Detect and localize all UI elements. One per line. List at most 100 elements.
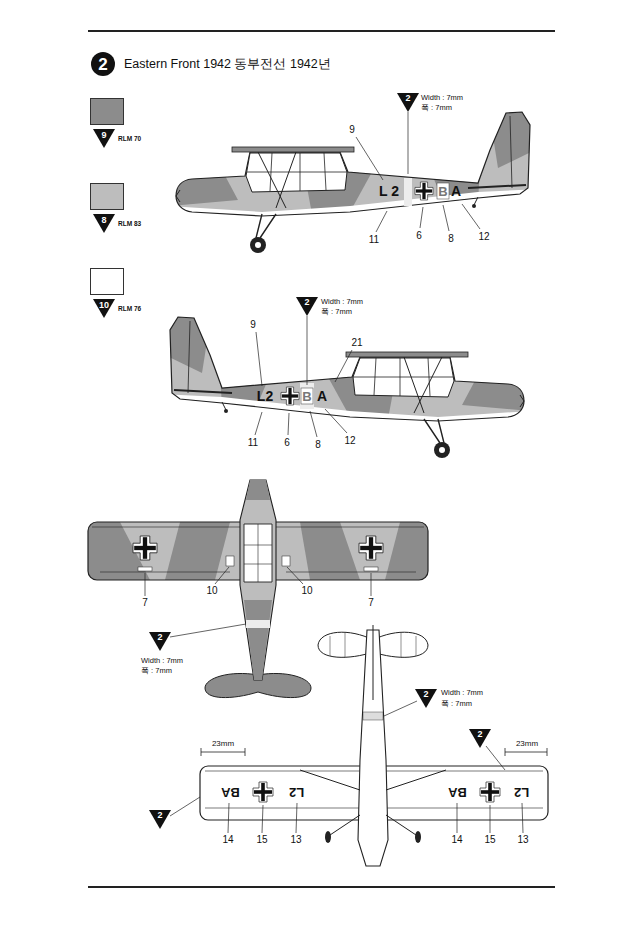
callout-number: 9 [250,320,256,330]
leader-line [408,112,409,174]
dimension-label: 23mm [516,740,538,748]
number-triangle [397,93,419,112]
marking-letter: BA [448,786,467,799]
side-view-right [301,388,313,404]
callout-number: 12 [478,232,489,242]
leader-line [170,624,246,637]
leader-line [420,207,423,228]
top-view [282,556,290,566]
callout-number: 15 [484,835,495,845]
callout-number: 12 [344,436,355,446]
page-title: Eastern Front 1942 동부전선 1942년 [124,58,331,71]
leader-line [307,316,308,385]
leader-line [356,137,383,180]
leader-line [215,567,229,584]
leader-line [262,805,263,833]
page-rule [88,31,555,887]
color-swatch [90,183,124,210]
leader-line [457,803,458,833]
decal-size: Width : 7mm [441,689,483,697]
side-view-left [404,178,412,206]
decal-size: Width : 7mm [141,657,183,665]
decal-size: 폭 : 7mm [141,667,172,675]
leader-line [296,803,297,833]
leader-line [522,803,523,833]
leader-line [145,112,523,833]
decal-number: 2 [423,690,428,699]
callout-number: 14 [222,835,233,845]
decal-size: Width : 7mm [421,94,463,102]
marking-letter: L2 [514,786,529,799]
callout-number: 7 [368,598,374,608]
leader-line [145,573,146,596]
callout-number: 9 [349,125,355,135]
page-rule [91,52,115,76]
callout-number: 21 [351,338,362,348]
marking-letter: B [302,390,311,403]
bottom-view [373,625,374,700]
leader-line [376,211,387,232]
callout-number: 11 [248,438,258,448]
decal-number: 2 [477,730,482,739]
callout-number: 10 [206,586,217,596]
side-view-right [281,387,299,405]
leader-line [310,411,317,437]
leader-line [228,803,229,833]
decal-size: 폭 : 7mm [321,308,352,316]
top-view [385,522,428,580]
leader-line [288,413,289,435]
marking-letter: L2 [257,389,273,403]
number-triangle [93,129,115,148]
bottom-view [201,748,547,756]
marking-letter: B [438,185,447,198]
top-view [246,480,270,500]
bottom-view [415,831,421,843]
leader-line [490,805,491,833]
decal-size: 폭 : 7mm [441,700,472,708]
leader-line [443,205,449,231]
number-triangle [415,689,437,708]
side-view-left [415,182,433,200]
number-triangle [93,214,115,233]
leader-line [384,701,417,716]
number-triangle [149,810,171,829]
callout-number: 13 [517,835,528,845]
paint-name: RLM 83 [118,221,141,228]
marking-letter: A [451,184,461,198]
paint-name: RLM 70 [118,136,141,143]
marking-letter: L2 [289,786,304,799]
number-triangle [296,297,318,316]
decal-number: 2 [304,298,309,307]
leader-line [255,412,262,435]
decal-number: 9 [101,131,106,140]
leader-line [256,332,262,386]
callout-number: 7 [142,598,148,608]
marking-letter: BA [221,786,240,799]
callout-number: 15 [256,835,267,845]
dimension-label: 23mm [212,740,234,748]
number-triangle [469,729,491,748]
leader-line [371,573,372,596]
callout-number: 10 [301,586,312,596]
side-view-right [160,310,530,458]
side-view-right [300,383,314,409]
top-view [138,567,152,571]
top-view [240,480,276,680]
decal-number: 2 [157,633,162,642]
top-view [246,620,270,628]
marking-letter: A [317,389,327,403]
top-view [359,536,383,560]
callout-number: 11 [369,235,379,245]
page-rule [88,30,555,32]
bottom-view [480,782,500,802]
leader-line [287,567,303,584]
top-view [133,536,157,560]
callout-number: 8 [448,234,454,244]
leader-line [486,746,505,770]
callout-number: 6 [284,438,290,448]
decal-number: 8 [101,216,106,225]
marking-letter: L 2 [379,184,399,198]
callout-number: 13 [290,835,301,845]
top-view [244,600,272,680]
